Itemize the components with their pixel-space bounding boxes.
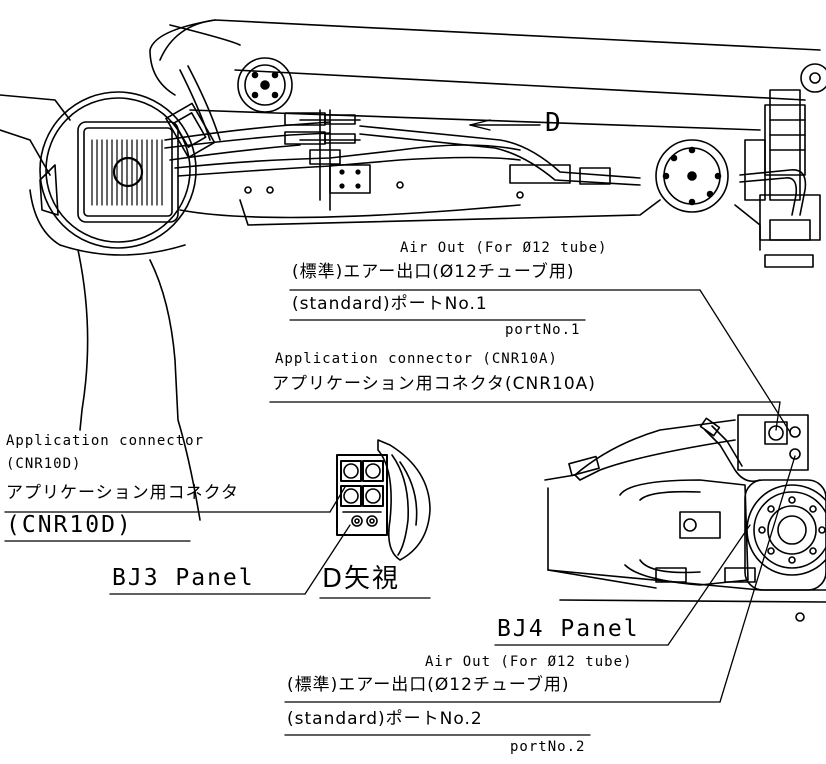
heatsink-fins: [91, 139, 163, 206]
air-out-1-jp-label: (標準)エアー出口(Ø12チューブ用): [292, 262, 575, 282]
air-out-1-en-label: Air Out (For Ø12 tube): [400, 240, 608, 256]
port2-en-label: portNo.2: [510, 739, 586, 755]
view-d-label: D矢視: [322, 564, 401, 594]
joint1-housing: [29, 91, 197, 249]
app-conn-a-jp-label: アプリケーション用コネクタ(CNR10A): [272, 374, 596, 394]
label-underlines: [4, 289, 781, 736]
air-out-2-jp-label: (標準)エアー出口(Ø12チューブ用): [287, 675, 570, 695]
bj4-panel-label: BJ4 Panel: [497, 616, 640, 642]
bj3-panel-label: BJ3 Panel: [112, 565, 255, 591]
bj4-assembly: [544, 414, 826, 622]
wrist-assembly: [734, 63, 826, 268]
joint2-flange: [655, 139, 729, 213]
app-conn-a-en-label: Application connector (CNR10A): [275, 351, 558, 367]
app-conn-d-code-label: (CNR10D): [6, 512, 133, 538]
port2-jp-label: (standard)ポートNo.2: [287, 709, 483, 729]
leader-lines: [304, 289, 796, 703]
air-out-2-en-label: Air Out (For Ø12 tube): [425, 654, 633, 670]
arm-connectors: [165, 102, 611, 211]
port1-en-label: portNo.1: [505, 322, 581, 338]
app-conn-d-code-en-label: (CNR10D): [6, 456, 82, 472]
view-direction-arrow: [469, 119, 541, 131]
app-conn-d-en-label: Application connector: [6, 433, 205, 449]
view-d-inset: [336, 439, 431, 561]
arrow-d-label: D: [545, 108, 563, 138]
port1-jp-label: (standard)ポートNo.1: [292, 294, 488, 314]
app-conn-d-jp-label: アプリケーション用コネクタ: [6, 483, 239, 503]
upper-arm: [149, 19, 821, 226]
